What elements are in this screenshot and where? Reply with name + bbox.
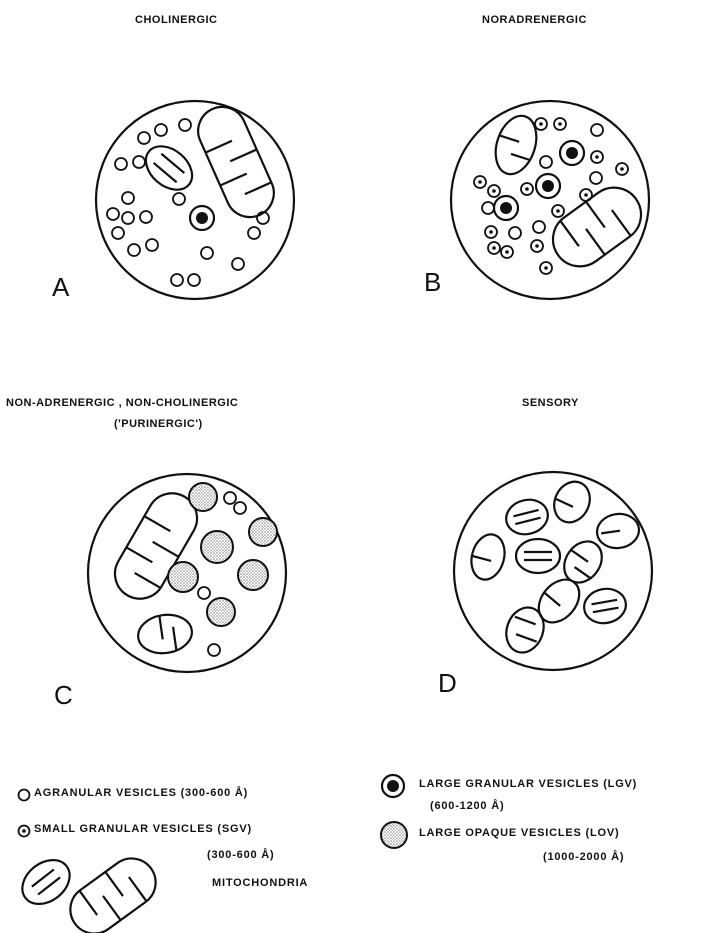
mitochondrion: [500, 602, 550, 658]
legend-lov-range: (1000-2000 Å): [543, 851, 624, 863]
legend-mitochondrion-round: [14, 851, 78, 913]
large-granular-vesicle: [560, 141, 584, 165]
legend-lov-symbol: [381, 822, 407, 848]
mitochondrion: [467, 531, 510, 584]
large-granular-vesicle: [494, 196, 518, 220]
legend-lov-label: LARGE OPAQUE VESICLES (LOV): [419, 827, 619, 839]
panel-a-terminal-circle: [96, 101, 294, 299]
mitochondrion: [548, 476, 597, 528]
mitochondrion: [531, 572, 588, 631]
mitochondrion: [136, 611, 195, 656]
panel-a-terminal: [96, 99, 294, 299]
mitochondrion: [138, 137, 201, 198]
large-granular-vesicle: [190, 206, 214, 230]
panel-d-terminal: [454, 472, 652, 670]
mitochondrion: [595, 511, 641, 551]
legend-sgv-symbol: [19, 826, 30, 837]
legend-agranular-symbol: [19, 790, 30, 801]
mitochondrion: [516, 539, 560, 573]
panel-c-terminal: [88, 474, 286, 672]
panel-b-terminal: [451, 101, 652, 299]
mitochondrion: [581, 586, 628, 627]
panel-b-terminal-circle: [451, 101, 649, 299]
large-granular-vesicle: [536, 174, 560, 198]
agranular-vesicles: [482, 124, 603, 239]
agranular-vesicles: [107, 119, 269, 286]
legend-lgv-symbol: [382, 775, 404, 797]
legend-mitochondrion-cristae: [61, 849, 165, 933]
panel-d-terminal-circle: [454, 472, 652, 670]
legend-agranular-label: AGRANULAR VESICLES (300-600 Å): [34, 787, 248, 799]
legend-mitochondria-label: MITOCHONDRIA: [212, 877, 308, 889]
legend-sgv-label: SMALL GRANULAR VESICLES (SGV): [34, 823, 252, 835]
mitochondrion: [503, 495, 552, 538]
legend-sgv-range: (300-600 Å): [207, 849, 275, 861]
large-opaque-vesicles: [168, 483, 277, 626]
legend-lgv-label: LARGE GRANULAR VESICLES (LGV): [419, 778, 637, 790]
legend-lgv-range: (600-1200 Å): [430, 800, 504, 812]
